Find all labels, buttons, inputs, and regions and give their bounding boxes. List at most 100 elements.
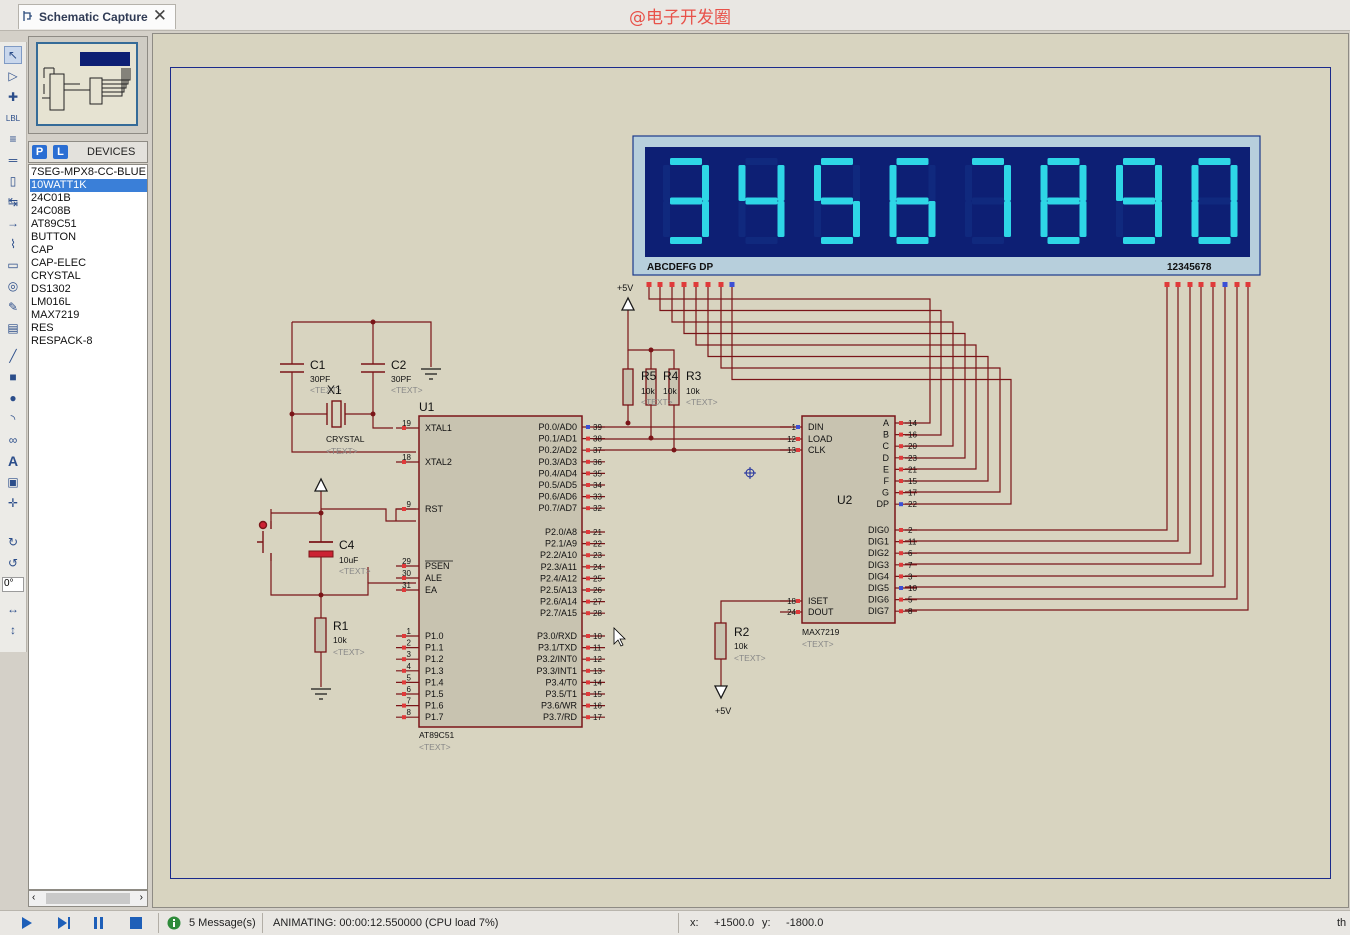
subcircuit-icon[interactable]: ▯ <box>9 174 17 188</box>
pin-number: 5 <box>908 596 913 605</box>
close-tab-icon[interactable]: ✕ <box>152 6 167 25</box>
device-list-item[interactable]: MAX7219 <box>31 309 80 321</box>
pin-marker <box>899 539 903 544</box>
pin-marker <box>586 541 590 546</box>
resistor-r2[interactable] <box>714 622 727 660</box>
device-list-item[interactable]: 7SEG-MPX8-CC-BLUE <box>31 166 146 178</box>
overview-viewport[interactable] <box>36 42 138 126</box>
marker-icon[interactable]: ✛ <box>7 496 19 510</box>
pin-number: 12 <box>787 435 796 444</box>
device-pins-icon[interactable]: → <box>7 216 19 230</box>
display-digit <box>889 158 936 244</box>
tab-schematic-capture[interactable]: Schematic Capture ✕ <box>18 4 176 29</box>
pin-number: 24 <box>787 608 796 617</box>
circle-icon[interactable]: ● <box>9 391 17 405</box>
device-list-item[interactable]: CAP-ELEC <box>31 257 87 269</box>
schematic-canvas[interactable]: ABCDEFG DP 12345678 <box>152 33 1349 908</box>
u1-text: <TEXT> <box>419 742 451 752</box>
graph-icon[interactable]: ⌇ <box>10 237 16 251</box>
pin-marker <box>402 692 406 696</box>
scroll-left-icon[interactable]: ‹ <box>32 892 36 903</box>
device-list-item[interactable]: LM016L <box>31 296 71 308</box>
pin-marker <box>796 448 800 452</box>
rotate-clockwise-icon[interactable]: ↻ <box>7 535 19 549</box>
reset-button[interactable] <box>257 520 272 561</box>
pin-name: DIG7 <box>868 606 889 616</box>
junction-dot-icon[interactable]: ✚ <box>7 90 19 104</box>
device-list-item[interactable]: AT89C51 <box>31 218 77 230</box>
text-icon[interactable]: A <box>7 453 19 469</box>
pick-devices-button[interactable]: P <box>32 145 47 159</box>
schematic-drawing[interactable]: ABCDEFG DP 12345678 <box>153 34 1350 909</box>
terminals-icon[interactable]: ↹ <box>7 195 19 209</box>
device-list-item[interactable]: RES <box>31 322 54 334</box>
pin-marker <box>586 668 590 673</box>
segment <box>1123 158 1155 165</box>
resistor-r1[interactable] <box>314 617 327 653</box>
capacitor-c1[interactable] <box>280 353 304 381</box>
library-manager-button[interactable]: L <box>53 145 68 159</box>
segment <box>1198 158 1231 165</box>
pin-number: 37 <box>593 446 602 455</box>
rotation-angle-field[interactable]: 0° <box>2 577 24 592</box>
box-icon[interactable]: ■ <box>9 370 17 384</box>
mirror-y-icon[interactable]: ↕ <box>10 623 16 637</box>
virtual-instrument-icon[interactable]: ▤ <box>7 321 19 335</box>
segment <box>1079 165 1087 201</box>
symbol-icon[interactable]: ▣ <box>7 475 19 489</box>
info-icon[interactable] <box>166 915 182 931</box>
capacitor-c2[interactable] <box>361 353 385 381</box>
device-list-item[interactable]: 24C01B <box>31 192 71 204</box>
device-list-item[interactable]: DS1302 <box>31 283 71 295</box>
messages-count[interactable]: 5 Message(s) <box>189 917 256 929</box>
wire-label-icon[interactable]: LBL <box>5 113 21 123</box>
u2-body[interactable] <box>801 415 896 624</box>
status-trailing: th <box>1337 917 1347 929</box>
pin-number: 15 <box>593 690 602 699</box>
capacitor-c4[interactable] <box>308 521 334 558</box>
pin-name: P0.3/AD3 <box>538 457 577 467</box>
tape-recorder-icon[interactable]: ▭ <box>7 258 19 272</box>
device-list-item[interactable]: CAP <box>31 244 54 256</box>
generator-icon[interactable]: ◎ <box>7 279 19 293</box>
segment-wire <box>731 283 1012 505</box>
text-script-icon[interactable]: ≡ <box>9 132 17 146</box>
r4-value: 10k <box>663 386 677 396</box>
r1-ref: R1 <box>333 619 349 633</box>
segment <box>745 158 778 165</box>
device-list-item[interactable]: CRYSTAL <box>31 270 81 282</box>
device-list-item[interactable]: RESPACK-8 <box>31 335 93 347</box>
tab-bar: Schematic Capture ✕ @电子开发圈 <box>0 0 1350 31</box>
segment <box>1123 237 1155 244</box>
overview-window[interactable] <box>28 36 148 134</box>
line-icon[interactable]: ╱ <box>9 349 17 363</box>
stop-button[interactable] <box>127 915 145 931</box>
device-list-scrollbar[interactable]: ‹ › <box>28 890 148 907</box>
pullup-resistors[interactable] <box>622 368 680 406</box>
y-coord-label: y: <box>762 917 771 929</box>
seven-segment-display[interactable]: ABCDEFG DP 12345678 <box>632 135 1261 276</box>
scroll-right-icon[interactable]: › <box>139 892 143 903</box>
device-list-item[interactable]: BUTTON <box>31 231 77 243</box>
play-button[interactable] <box>18 915 36 931</box>
component-mode-icon[interactable]: ▷ <box>8 69 18 83</box>
crystal-x1[interactable] <box>326 400 346 428</box>
pin-marker <box>796 437 800 441</box>
device-list-item[interactable]: 10WATT1K <box>30 179 147 192</box>
pin-marker <box>899 455 903 460</box>
scrollbar-thumb[interactable] <box>46 893 130 904</box>
device-list-item[interactable]: 24C08B <box>31 205 71 217</box>
path-icon[interactable]: ∞ <box>8 433 18 447</box>
pin-marker <box>899 562 903 567</box>
step-button[interactable] <box>55 915 73 931</box>
mirror-x-icon[interactable]: ↔ <box>7 602 19 616</box>
buses-icon[interactable]: ═ <box>8 153 18 167</box>
arc-icon[interactable]: ◝ <box>10 412 16 426</box>
selection-mode-icon[interactable]: ↖ <box>4 46 22 64</box>
rotate-anticlockwise-icon[interactable]: ↺ <box>7 556 19 570</box>
pin-number: 19 <box>402 419 411 428</box>
u1-body[interactable] <box>418 415 583 728</box>
pause-button[interactable] <box>90 915 108 931</box>
voltage-probe-icon[interactable]: ✎ <box>7 300 19 314</box>
